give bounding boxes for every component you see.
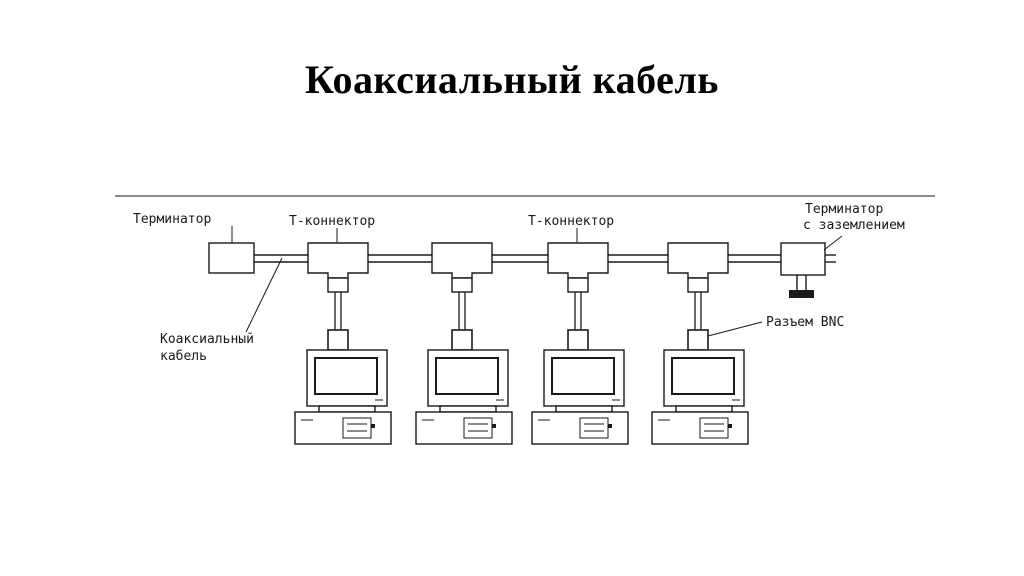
label-coaxial-cable: Коаксиальный xyxy=(160,332,254,347)
ground-block xyxy=(789,290,814,298)
label-t-connector: Т-коннектор xyxy=(528,214,614,229)
slide-title: Коаксиальный кабель xyxy=(305,57,719,102)
computer xyxy=(294,349,392,445)
t-connector xyxy=(307,242,369,293)
label-bnc-connector: Разъем BNC xyxy=(766,315,844,330)
drop-cable xyxy=(694,292,702,330)
drop-cable xyxy=(334,292,342,330)
drop-cable xyxy=(458,292,466,330)
label-terminator-grounded: с заземлением xyxy=(803,218,905,233)
drop-cable xyxy=(574,292,582,330)
label-coaxial-cable: кабель xyxy=(160,349,207,364)
bnc-connector xyxy=(327,329,349,351)
label-terminator-grounded: Терминатор xyxy=(805,202,883,217)
bnc-connector xyxy=(567,329,589,351)
bnc-connector xyxy=(687,329,709,351)
t-connector xyxy=(667,242,729,293)
computer xyxy=(415,349,513,445)
bnc-connector xyxy=(451,329,473,351)
terminator-left xyxy=(208,242,255,274)
computer xyxy=(531,349,629,445)
label-t-connector: Т-коннектор xyxy=(289,214,375,229)
computer xyxy=(651,349,749,445)
t-connector xyxy=(431,242,493,293)
leader-lines xyxy=(231,226,843,337)
t-connector xyxy=(547,242,609,293)
terminator-grounded xyxy=(780,242,826,298)
label-terminator: Терминатор xyxy=(133,212,211,227)
